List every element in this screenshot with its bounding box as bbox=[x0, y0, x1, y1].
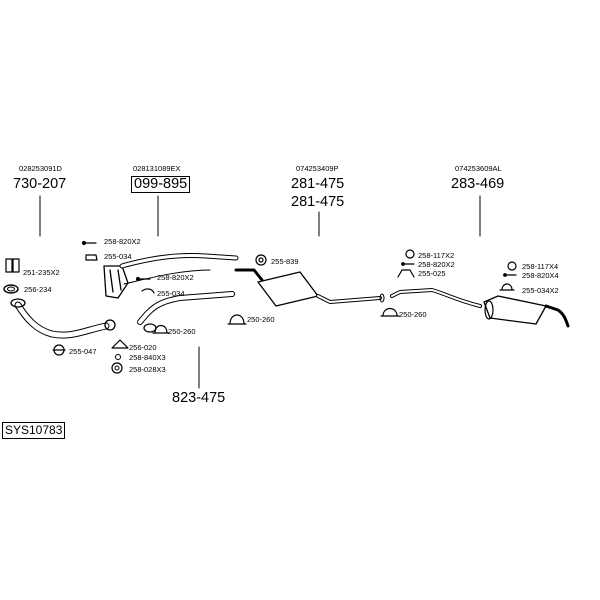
part-number: 283-469 bbox=[451, 176, 505, 192]
clamp-icon bbox=[255, 254, 267, 266]
oem-number: 074253409P bbox=[296, 164, 339, 173]
part-number: 823-475 bbox=[172, 390, 226, 406]
gasket-ring-icon bbox=[3, 284, 19, 294]
part-label: 255-034 bbox=[157, 289, 185, 298]
part-label: 251-235X2 bbox=[23, 268, 60, 277]
clamp-icon bbox=[85, 254, 155, 294]
part-label: 258-117X2 bbox=[418, 251, 455, 260]
middle-silencer-drawing bbox=[234, 268, 385, 307]
part-label: 250-260 bbox=[168, 327, 196, 336]
bolt-icon bbox=[401, 262, 517, 277]
part-label: 258-028X3 bbox=[129, 365, 166, 374]
part-label: 255-047 bbox=[69, 347, 97, 356]
part-number: 730-207 bbox=[13, 176, 67, 192]
rubber-mount-icon bbox=[5, 258, 20, 273]
bolt-icon bbox=[81, 240, 151, 282]
part-label: 256-234 bbox=[24, 285, 52, 294]
part-label: 258-840X3 bbox=[129, 353, 166, 362]
part-label: 258-820X2 bbox=[104, 237, 141, 246]
part-label: 250-260 bbox=[399, 310, 427, 319]
part-label: 258-820X2 bbox=[157, 273, 194, 282]
front-pipe-drawing bbox=[10, 298, 116, 339]
system-code: SYS10783 bbox=[2, 422, 66, 439]
oem-number: 074253609AL bbox=[455, 164, 502, 173]
part-label: 255-034 bbox=[104, 252, 132, 261]
part-number-highlighted: 099-895 bbox=[131, 176, 191, 193]
part-label: 256-020 bbox=[129, 343, 157, 352]
part-label: 258-820X2 bbox=[418, 260, 455, 269]
clamp-icon bbox=[152, 307, 400, 334]
clamp-icon bbox=[52, 344, 66, 356]
part-label: 258-820X4 bbox=[522, 271, 559, 280]
nut-icon bbox=[111, 362, 123, 374]
cone-gasket-icon bbox=[111, 339, 129, 349]
rear-silencer-drawing bbox=[390, 288, 570, 328]
part-label: 255-025 bbox=[418, 269, 446, 278]
nut-icon bbox=[115, 354, 121, 360]
part-label: 258-117X4 bbox=[522, 262, 559, 271]
part-number: 281-475 bbox=[291, 194, 345, 210]
oem-number: 028131089EX bbox=[133, 164, 181, 173]
part-label: 255-839 bbox=[271, 257, 299, 266]
part-label: 250-260 bbox=[247, 315, 275, 324]
part-label: 255-034X2 bbox=[522, 286, 559, 295]
oem-number: 028253091D bbox=[19, 164, 62, 173]
catalyst-drawing bbox=[103, 253, 239, 299]
part-number: 281-475 bbox=[291, 176, 345, 192]
gasket-ring-icon bbox=[7, 286, 15, 292]
clamp-icon bbox=[397, 249, 517, 291]
